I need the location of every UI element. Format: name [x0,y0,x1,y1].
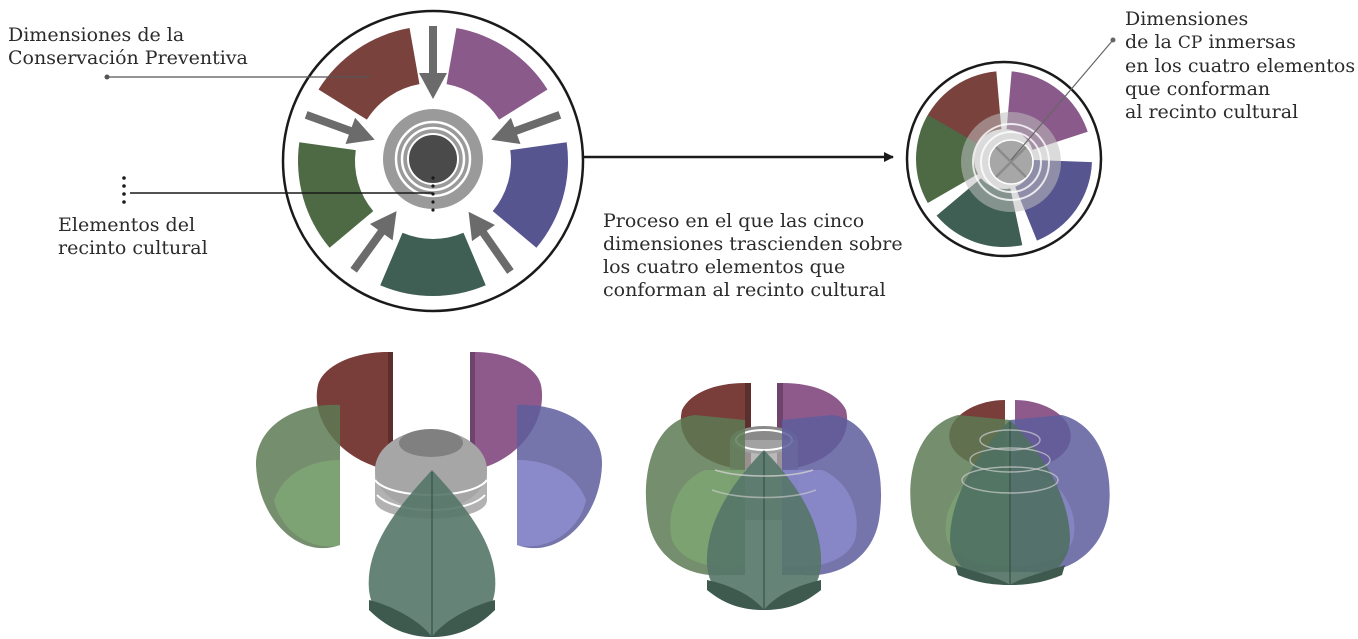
inward-arrow-head [468,211,495,242]
inward-arrows [304,26,562,274]
inward-arrow-head [369,211,397,241]
center-dots [431,176,435,212]
leader-elementos [122,176,433,204]
center-core [407,133,459,185]
sector-purple [446,28,548,120]
inward-arrow-head [345,117,375,145]
main-circle-diagram [281,9,585,313]
sector-red [318,28,420,120]
center-ring-1 [394,120,472,198]
leader-dimensiones [104,74,370,80]
small-sector-green_dark [916,115,979,203]
label-dimensiones-inmersas: Dimensiones de la CP inmersas en los cua… [1125,8,1356,123]
merged-3d-figure [910,400,1110,585]
label-proceso: Proceso en el que las cinco dimensiones … [603,210,903,301]
inward-arrow-head [419,73,447,99]
sector-blue [492,142,568,248]
center-ring-2 [400,126,466,192]
label-elementos: Elementos del recinto cultural [58,214,208,259]
inward-arrow-head [491,117,521,145]
sector-green [298,142,374,248]
label-dimensiones-cp: Dimensiones de la Conservación Preventiv… [8,24,248,69]
merging-3d-figure [645,383,882,610]
exploded-3d-figure [255,352,603,637]
sector-teal [380,232,486,296]
immersed-circle-diagram [905,37,1116,258]
